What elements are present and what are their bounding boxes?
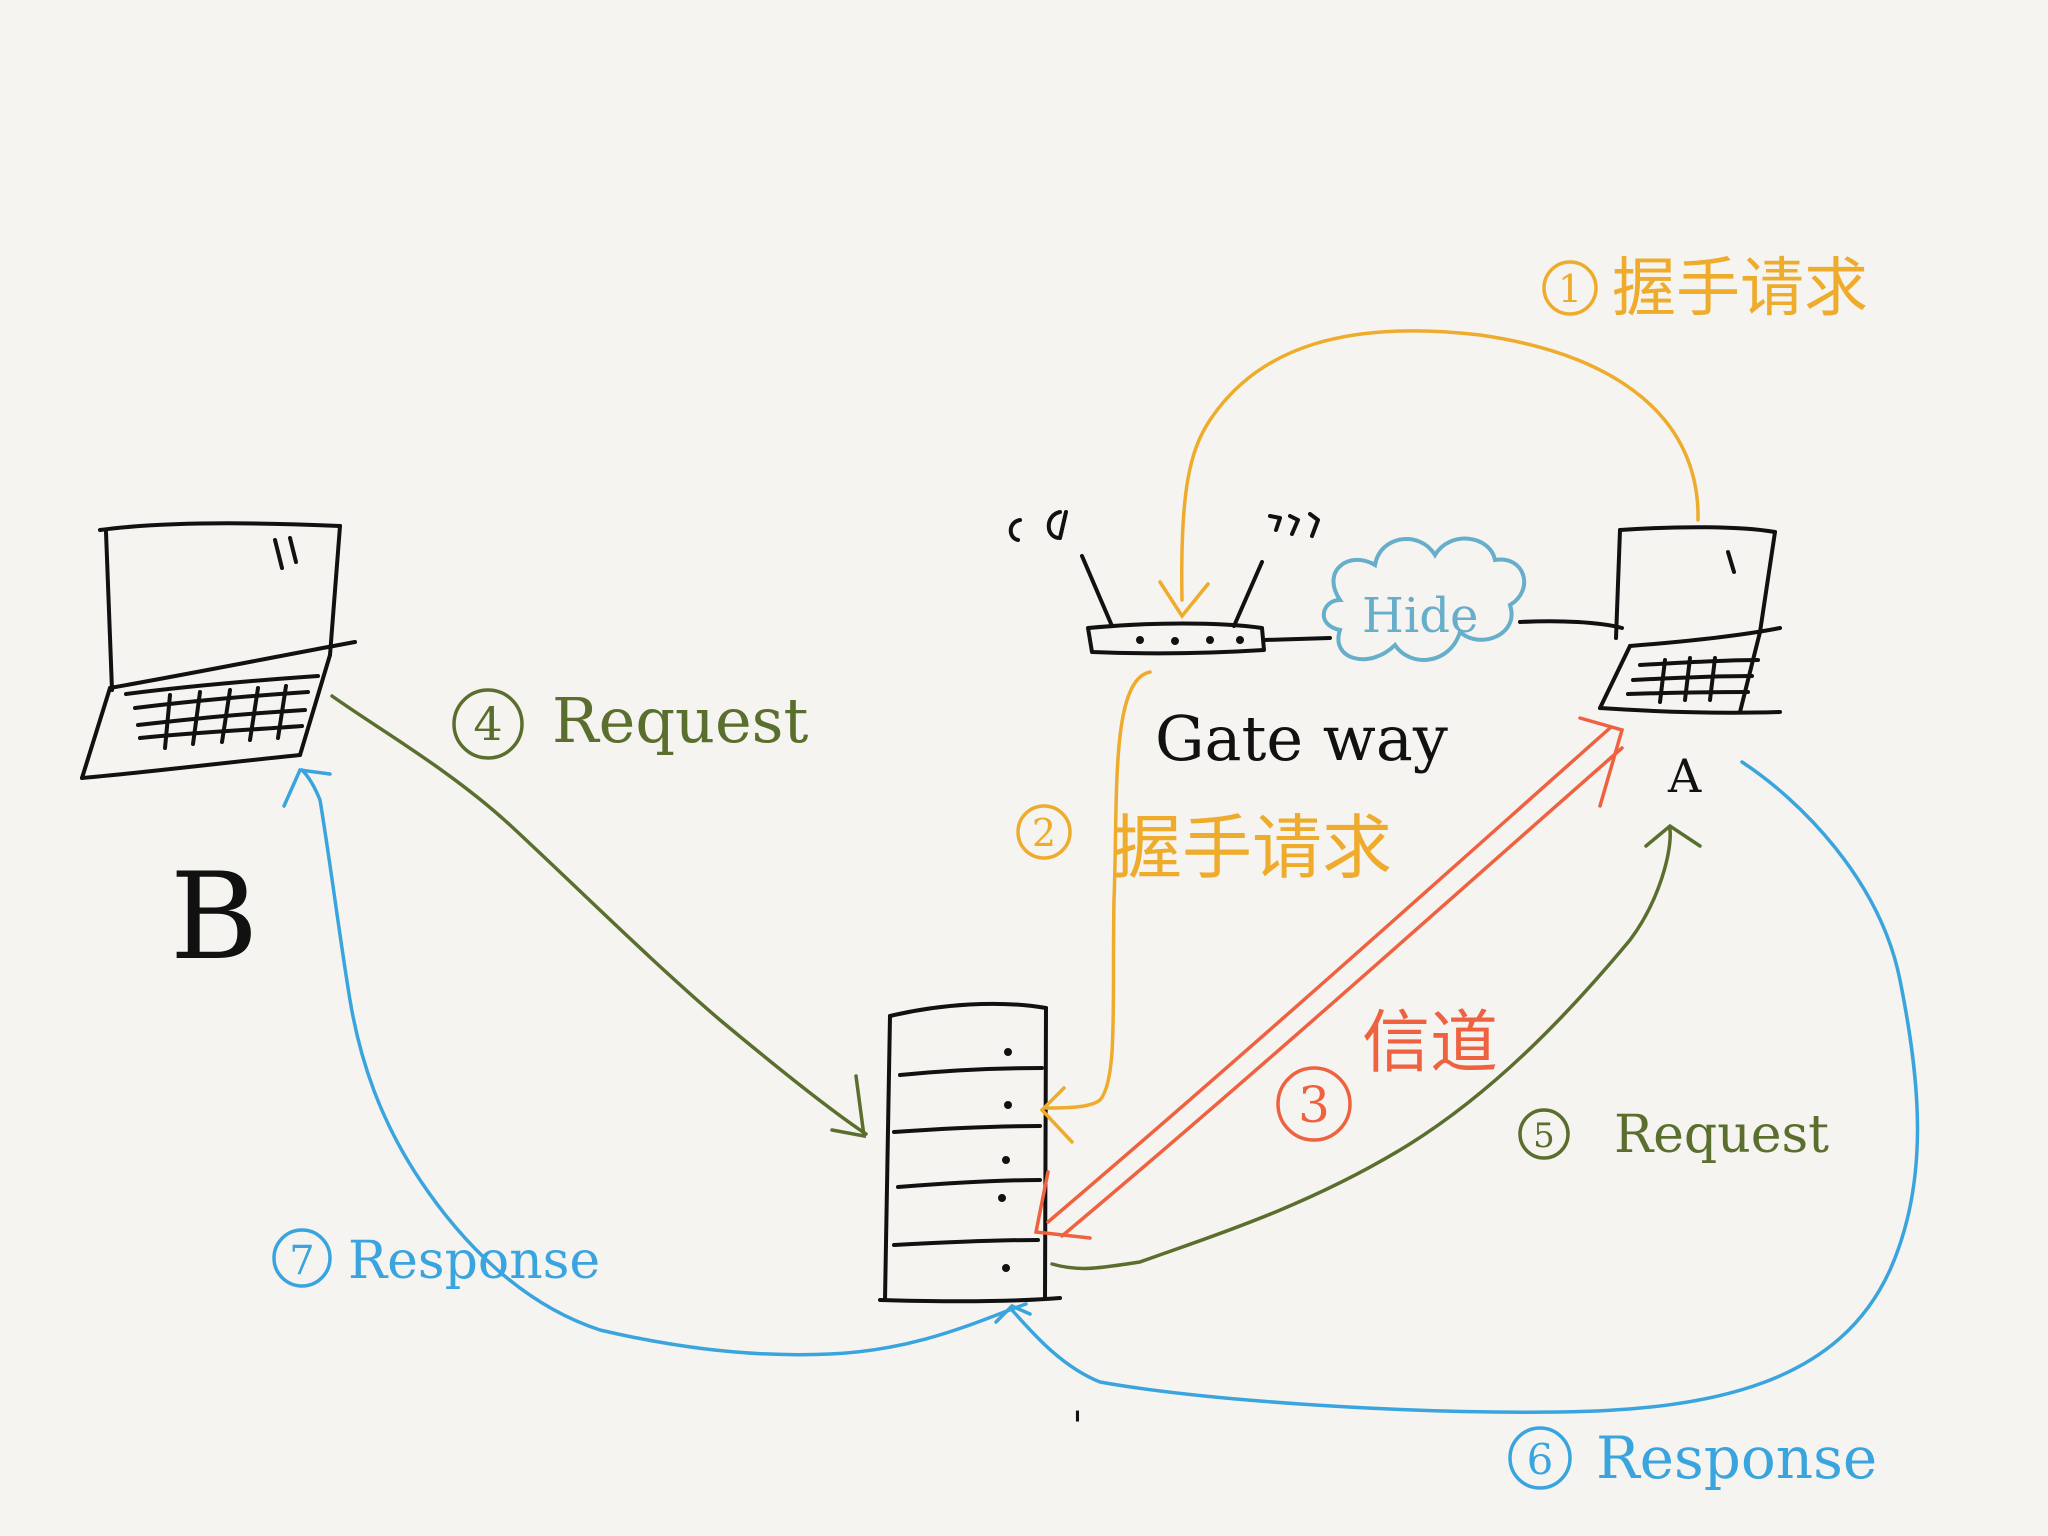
cloud-icon: [1321, 536, 1527, 662]
step-number: 7: [289, 1238, 314, 1284]
step-label-3: 3 信道: [1276, 1004, 1498, 1142]
gateway-label: Gate way: [1155, 702, 1448, 775]
step-text: Response: [348, 1231, 600, 1291]
step-label-6: 6 Response: [1508, 1424, 1877, 1492]
step-number-badge: [1016, 804, 1072, 860]
step-number: 4: [473, 697, 502, 751]
step-number: 6: [1527, 1435, 1554, 1484]
stray-mark: ': [1072, 1404, 1083, 1450]
step-number: 5: [1533, 1116, 1555, 1156]
step-number-badge: [272, 1228, 332, 1288]
step-number-badge: [1542, 260, 1598, 316]
router-icon: [1008, 510, 1332, 656]
arrow-step-7: [282, 768, 1028, 1357]
step-text: 信道: [1362, 1004, 1498, 1083]
step-text: 握手请求: [1612, 252, 1868, 326]
laptop-b-icon: [80, 521, 357, 780]
server-icon: [878, 1001, 1062, 1304]
laptop-a-label: A: [1667, 749, 1702, 803]
step-label-1: 1 握手请求: [1542, 252, 1868, 326]
step-number: 1: [1558, 267, 1582, 311]
step-text: Request: [1614, 1105, 1829, 1165]
step-label-4: 4 Request: [452, 684, 809, 760]
arrow-step-6: [994, 760, 1920, 1414]
laptop-a-icon: [1598, 525, 1782, 715]
arrow-step-4: [330, 694, 868, 1139]
step-number: 2: [1032, 811, 1056, 855]
step-number: 3: [1298, 1076, 1330, 1134]
step-number-badge: [1276, 1066, 1352, 1142]
step-number-badge: [1518, 1108, 1570, 1160]
arrow-step-1: [1158, 329, 1700, 619]
step-label-5: 5 Request: [1518, 1105, 1829, 1165]
arrow-step-2: [1039, 670, 1152, 1144]
step-label-7: 7 Response: [272, 1228, 600, 1291]
step-number-badge: [452, 688, 524, 760]
arrow-step-3: [1033, 716, 1625, 1240]
step-text: Request: [552, 684, 809, 757]
laptop-b-label: B: [170, 848, 258, 987]
step-text: 握手请求: [1112, 807, 1392, 889]
step-number-badge: [1508, 1426, 1572, 1490]
cloud-label: Hide: [1362, 588, 1478, 644]
step-label-2: 2 握手请求: [1016, 804, 1392, 889]
step-text: Response: [1596, 1424, 1877, 1492]
arrow-step-5: [1050, 823, 1702, 1271]
